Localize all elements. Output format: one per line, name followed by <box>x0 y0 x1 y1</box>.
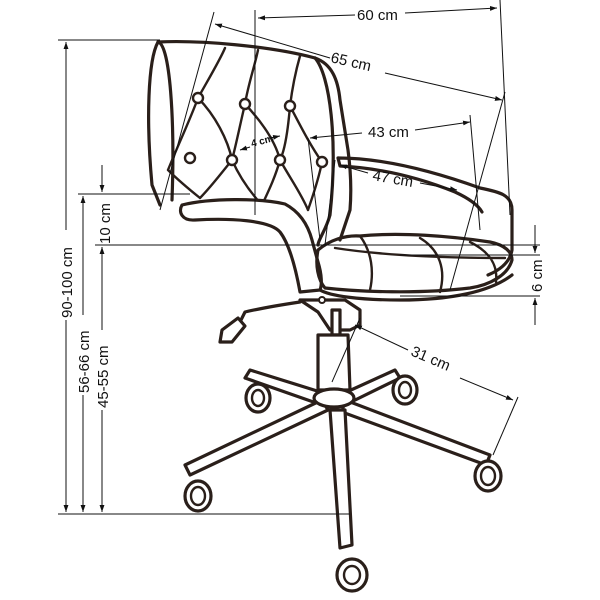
tilt-mechanism <box>298 298 362 332</box>
dim-label-overall-width: 60 cm <box>357 7 398 24</box>
dim-label-backrest-width: 43 cm <box>368 124 409 141</box>
caster-front <box>335 557 369 593</box>
gas-cylinder <box>316 333 352 392</box>
dim-label-seat-width: 47 cm <box>371 167 414 191</box>
base-leg-front <box>328 408 354 550</box>
caster-front-right <box>473 459 503 493</box>
caster-front-left <box>183 479 213 513</box>
dimension-lines <box>58 0 540 515</box>
chair-illustration <box>147 40 514 593</box>
lever-paddle <box>218 316 247 344</box>
base-hub <box>312 387 356 409</box>
seat-shell <box>318 273 514 302</box>
height-lever <box>238 300 302 324</box>
dim-label-seat-height: 45-55 cm <box>95 345 112 408</box>
dim-label-armrest-height: 56-66 cm <box>76 330 93 393</box>
dim-label-total-height: 90-100 cm <box>59 247 76 318</box>
caster-back-right <box>391 374 419 406</box>
seat-cushion <box>315 232 514 294</box>
dim-label-base-radius: 31 cm <box>408 343 452 375</box>
casters <box>183 374 503 593</box>
backrest-shell <box>147 40 353 242</box>
star-base <box>183 368 492 550</box>
mechanism-pivot <box>318 296 326 304</box>
dim-label-overall-depth: 65 cm <box>329 49 373 75</box>
dim-label-seat-thickness: 6 cm <box>529 259 546 292</box>
caster-back-left <box>244 382 272 414</box>
backrest-front <box>156 40 335 247</box>
backrest-tufting <box>166 46 324 212</box>
seat-tufting <box>333 234 507 294</box>
gas-cylinder-top <box>330 308 342 337</box>
dim-label-armrest-above-seat: 10 cm <box>97 203 114 244</box>
base-leg-front-right <box>340 398 492 467</box>
tuft-buttons <box>183 91 329 169</box>
left-armrest <box>178 198 323 294</box>
dim-label-tuft-spacing: 4 cm <box>250 133 275 150</box>
